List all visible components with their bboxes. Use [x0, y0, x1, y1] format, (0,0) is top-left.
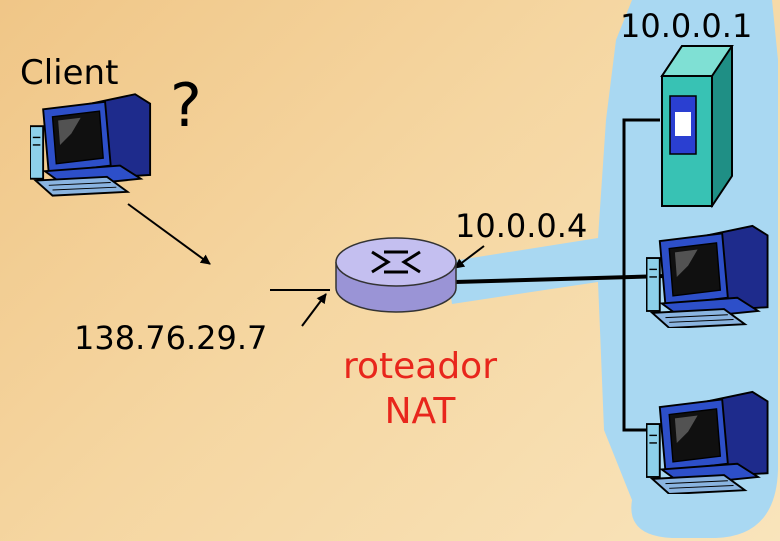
client-computer-icon [30, 94, 150, 195]
question-mark: ? [170, 76, 202, 136]
client-label: Client [20, 56, 118, 90]
router-caption-line2: NAT [310, 389, 530, 434]
gateway-ip-label: 10.0.0.4 [455, 210, 587, 242]
router-caption-line1: roteador [310, 344, 530, 389]
public-ip-arrow [302, 294, 326, 326]
lan-computer-icon [647, 226, 768, 328]
router-caption: roteador NAT [310, 344, 530, 434]
client-arrow [128, 204, 210, 264]
public-ip-label: 138.76.29.7 [74, 322, 267, 354]
server-ip-label: 10.0.0.1 [620, 10, 752, 42]
lan-computer-icon [647, 392, 768, 494]
server-icon [662, 46, 732, 206]
nat-router-icon [336, 238, 456, 312]
